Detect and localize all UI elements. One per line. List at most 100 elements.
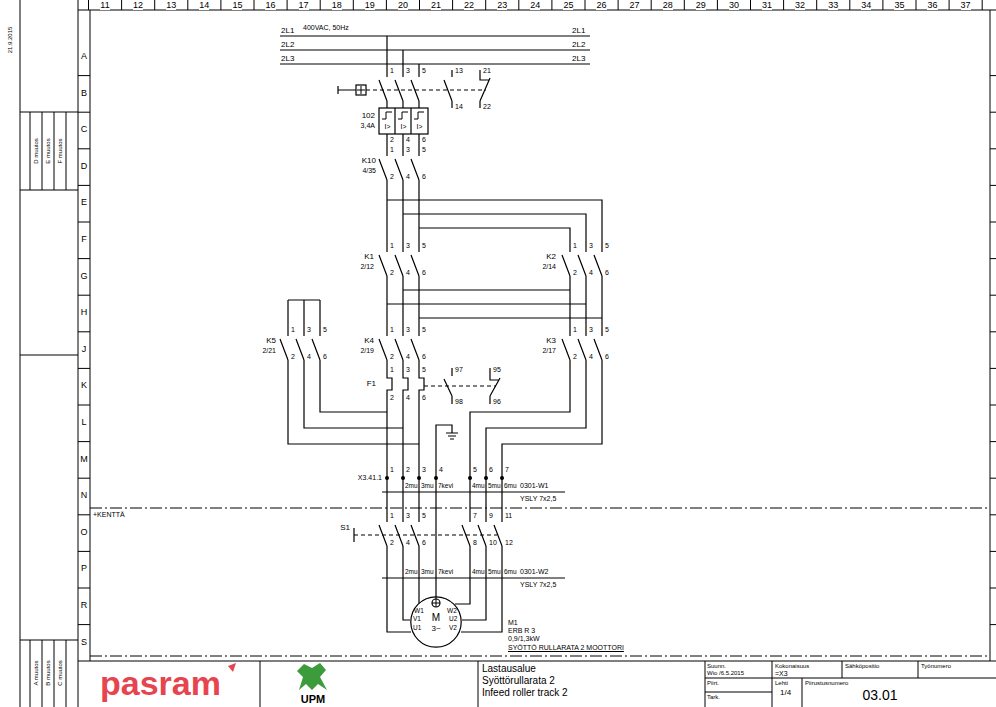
- area-name: +KENTTÄ: [93, 511, 125, 518]
- trip-symbol: I>: [384, 123, 390, 130]
- drawing-frame: [78, 0, 996, 707]
- column-divider: [386, 0, 387, 10]
- row-divider: [78, 405, 90, 406]
- row-letter: G: [80, 272, 87, 281]
- terminal-number: 1: [390, 326, 394, 333]
- device-tag: K1: [364, 253, 374, 261]
- power-wiring: [387, 360, 424, 478]
- row-letter: B: [81, 89, 87, 98]
- power-wiring: [379, 159, 419, 180]
- power-wiring: [570, 276, 602, 336]
- column-number: 30: [729, 1, 739, 10]
- row-letter: L: [81, 418, 86, 427]
- device-tag: K2: [546, 253, 556, 261]
- title-block: Syöttörullarata 2: [482, 676, 555, 686]
- row-letter: S: [81, 638, 87, 647]
- column-number: 27: [630, 1, 640, 10]
- wire-marking: 6mu: [504, 569, 517, 576]
- column-number: 24: [530, 1, 540, 10]
- power-wiring: [288, 300, 320, 336]
- row-letter: C: [81, 125, 88, 134]
- power-wiring: [444, 70, 452, 108]
- column-divider: [320, 0, 321, 10]
- terminal-number: 5: [422, 326, 426, 333]
- column-divider: [783, 0, 784, 10]
- terminal-number: 6: [422, 539, 426, 546]
- column-number: 33: [828, 1, 838, 10]
- wire-marking: 7kevi: [438, 483, 453, 490]
- wire-marking: 6mu: [504, 483, 517, 490]
- pasram-accent: [228, 663, 236, 672]
- power-wiring: [387, 290, 602, 318]
- terminal-number: 6: [605, 269, 609, 276]
- terminal-number: 3: [406, 146, 410, 153]
- column-divider: [882, 0, 883, 10]
- motor-data: M1: [508, 619, 518, 626]
- busbar-name: 2L2: [572, 41, 585, 49]
- terminal-dot: [434, 476, 438, 480]
- column-number: 17: [299, 1, 309, 10]
- terminal-number: 11: [505, 512, 512, 519]
- terminal-number: 1: [573, 242, 577, 249]
- terminal-strip-name: X3.41.1: [358, 474, 382, 481]
- wire-marking: 4mu: [472, 569, 485, 576]
- column-divider: [518, 0, 519, 10]
- company-logo: pasram: [100, 666, 221, 700]
- revision-note: A muutos: [33, 660, 39, 685]
- motor-data: ERB R 3: [508, 627, 535, 634]
- row-divider: [78, 368, 90, 369]
- power-wiring: [387, 101, 419, 108]
- column-number: 20: [398, 1, 408, 10]
- row-letter: A: [81, 52, 87, 61]
- terminal-number: 3: [406, 326, 410, 333]
- column-divider: [618, 0, 619, 10]
- title-block: Työnumero: [921, 663, 951, 669]
- row-divider: [78, 112, 90, 113]
- title-block: Lehti: [775, 680, 788, 686]
- terminal-number: 1: [390, 146, 394, 153]
- device-tag: K5: [266, 337, 276, 345]
- column-divider: [551, 0, 552, 10]
- row-divider: [78, 624, 90, 625]
- terminal-number: 7: [505, 466, 509, 473]
- column-number: 15: [232, 1, 242, 10]
- terminal-number: 7: [473, 512, 477, 519]
- column-number: 13: [166, 1, 176, 10]
- row-divider: [990, 551, 996, 552]
- column-divider: [419, 0, 420, 10]
- title-block: Suunn.: [707, 663, 726, 669]
- winding-terminal: W1: [414, 608, 424, 615]
- row-divider: [78, 514, 90, 515]
- power-wiring: [432, 599, 440, 607]
- column-divider: [88, 0, 89, 10]
- power-wiring: [387, 36, 419, 77]
- power-wiring: [338, 86, 356, 94]
- power-wiring: [379, 80, 419, 101]
- title-block: Lastausalue: [482, 664, 536, 674]
- motor-text: 3~: [431, 625, 440, 633]
- row-divider: [78, 331, 90, 332]
- power-wiring: [366, 90, 486, 91]
- wire-marking: 2mu: [405, 569, 418, 576]
- row-divider: [990, 331, 996, 332]
- drawing-frame: [20, 0, 996, 707]
- row-letter: E: [81, 198, 87, 207]
- column-number: 29: [696, 1, 706, 10]
- row-letter: O: [80, 528, 87, 537]
- winding-terminal: V2: [449, 625, 457, 632]
- title-block: Infeed roller track 2: [482, 688, 568, 698]
- column-divider: [254, 0, 255, 10]
- terminal-number: 98: [455, 398, 463, 405]
- motor-data: 0,9/1,3kW: [508, 635, 540, 642]
- winding-terminal: W2: [447, 608, 457, 615]
- motor-text: M: [432, 613, 440, 623]
- row-divider: [78, 551, 90, 552]
- column-divider: [949, 0, 950, 10]
- terminal-number: 2: [390, 539, 394, 546]
- power-wiring: [387, 200, 602, 252]
- column-divider: [717, 0, 718, 10]
- title-block: Sähköpositio: [845, 663, 879, 669]
- page-reference: 2/12: [360, 263, 374, 270]
- supply-rating: 400VAC, 50Hz: [303, 24, 349, 31]
- terminal-number: 10: [489, 539, 497, 546]
